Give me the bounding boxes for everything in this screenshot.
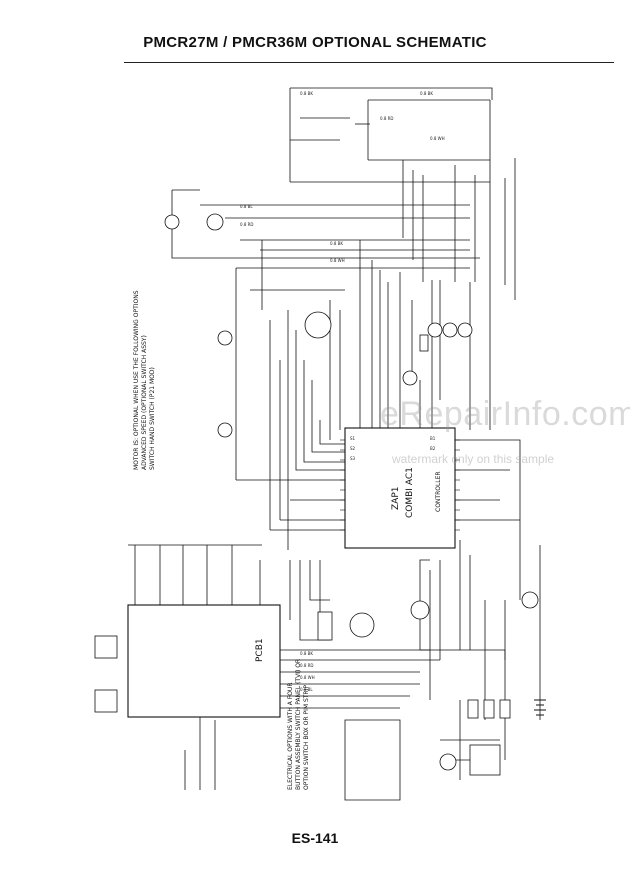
watermark-text: eRepairInfo.com: [380, 395, 630, 433]
note-block: MOTOR IS: OPTIONAL WHEN USE THE FOLLOWIN…: [133, 290, 156, 470]
svg-text:SWITCH HAND SWITCH (P21 MOD): SWITCH HAND SWITCH (P21 MOD): [149, 367, 156, 470]
svg-text:B1: B1: [430, 436, 436, 441]
page-title: PMCR27M / PMCR36M OPTIONAL SCHEMATIC: [143, 34, 487, 51]
svg-text:0.8 BL: 0.8 BL: [240, 204, 253, 209]
svg-text:0.8 WH: 0.8 WH: [430, 136, 445, 141]
svg-text:0.8 RD: 0.8 RD: [380, 116, 394, 121]
note-block-2: ELECTRICAL OPTIONS WITH A FOUR BUTTON AS…: [287, 659, 310, 790]
svg-text:0.8 BK: 0.8 BK: [420, 91, 433, 96]
page-number: ES-141: [291, 830, 339, 846]
svg-text:OPTION SWITCH BOX OR PIM STRIP: OPTION SWITCH BOX OR PIM STRIP: [303, 685, 310, 790]
svg-text:0.8 WH: 0.8 WH: [300, 675, 315, 680]
svg-text:0.8 RD: 0.8 RD: [240, 222, 254, 227]
watermark-subtext: watermark only on this sample: [392, 452, 555, 466]
svg-text:0.8 BK: 0.8 BK: [330, 241, 343, 246]
title-rule: [124, 62, 614, 63]
svg-text:S1: S1: [350, 436, 356, 441]
svg-text:0.8 RD: 0.8 RD: [300, 663, 314, 668]
controller-name: ZAP1: [391, 487, 401, 510]
controller-side-label: CONTROLLER: [435, 471, 442, 512]
svg-text:ADVANCED SPEED (OPTIONAL SWITC: ADVANCED SPEED (OPTIONAL SWITCH ASSY): [141, 335, 148, 470]
svg-text:0.8 WH: 0.8 WH: [330, 258, 345, 263]
svg-text:S2: S2: [350, 446, 356, 451]
controller-model: COMBI AC1: [405, 467, 415, 518]
svg-text:0.8 BL: 0.8 BL: [300, 687, 313, 692]
svg-text:BUTTON ASSEMBLY SWITCH PANEL (: BUTTON ASSEMBLY SWITCH PANEL (TVI) OR: [295, 659, 302, 790]
svg-text:S3: S3: [350, 456, 356, 461]
svg-text:0.8 BK: 0.8 BK: [300, 651, 313, 656]
svg-text:ELECTRICAL OPTIONS WITH A FOUR: ELECTRICAL OPTIONS WITH A FOUR: [287, 683, 294, 791]
svg-text:B2: B2: [430, 446, 436, 451]
svg-text:0.8 BK: 0.8 BK: [300, 91, 313, 96]
svg-text:MOTOR IS: OPTIONAL WHEN USE TH: MOTOR IS: OPTIONAL WHEN USE THE FOLLOWIN…: [133, 290, 140, 470]
pcb-name: PCB1: [255, 638, 265, 662]
